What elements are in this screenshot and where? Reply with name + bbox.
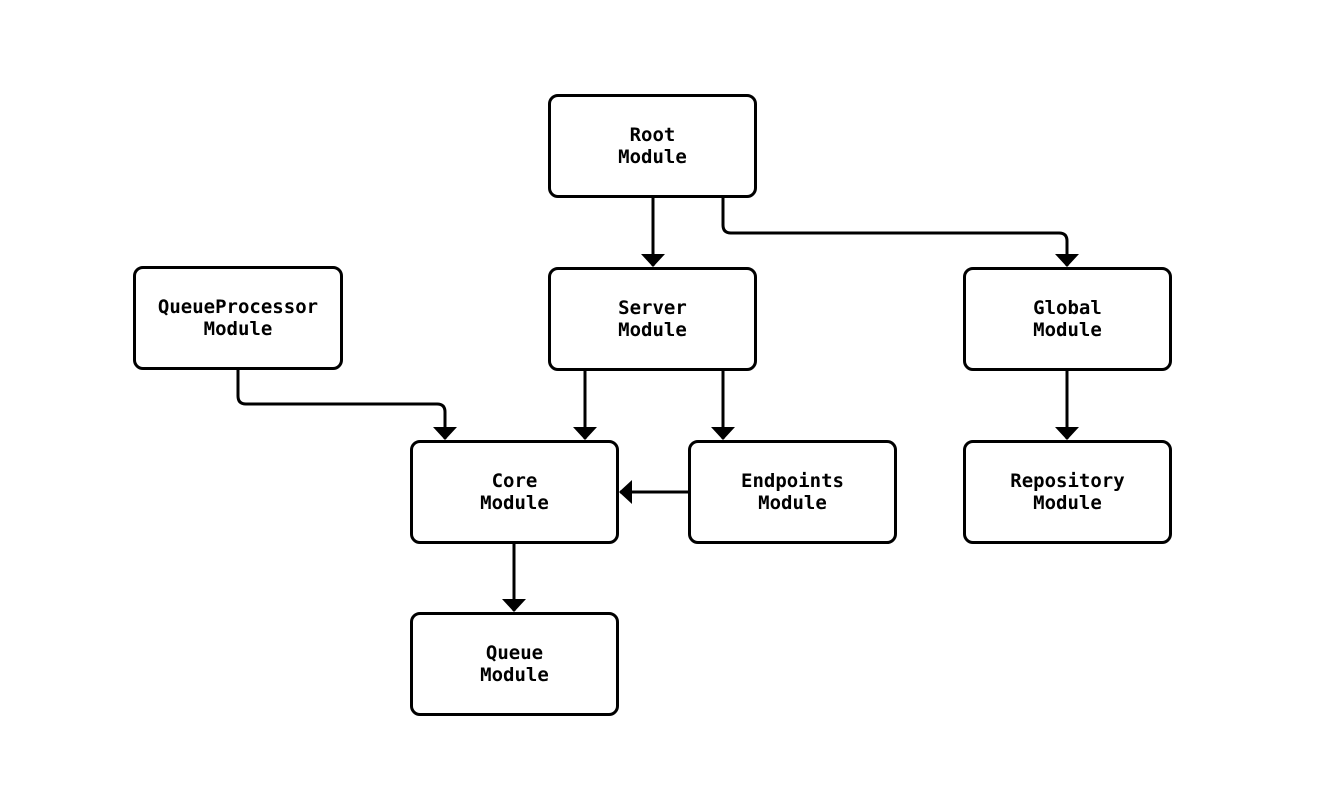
node-core-module: Core Module: [410, 440, 619, 544]
node-server-module: Server Module: [548, 267, 757, 371]
node-global-module: Global Module: [963, 267, 1172, 371]
node-root-module: Root Module: [548, 94, 757, 198]
node-queue-module: Queue Module: [410, 612, 619, 716]
edge-queueprocessor-core: [236, 370, 457, 440]
node-endpoints-module: Endpoints Module: [688, 440, 897, 544]
node-repository-module: Repository Module: [963, 440, 1172, 544]
node-queueprocessor-module: QueueProcessor Module: [133, 266, 343, 370]
edge-root-global: [721, 198, 1079, 267]
